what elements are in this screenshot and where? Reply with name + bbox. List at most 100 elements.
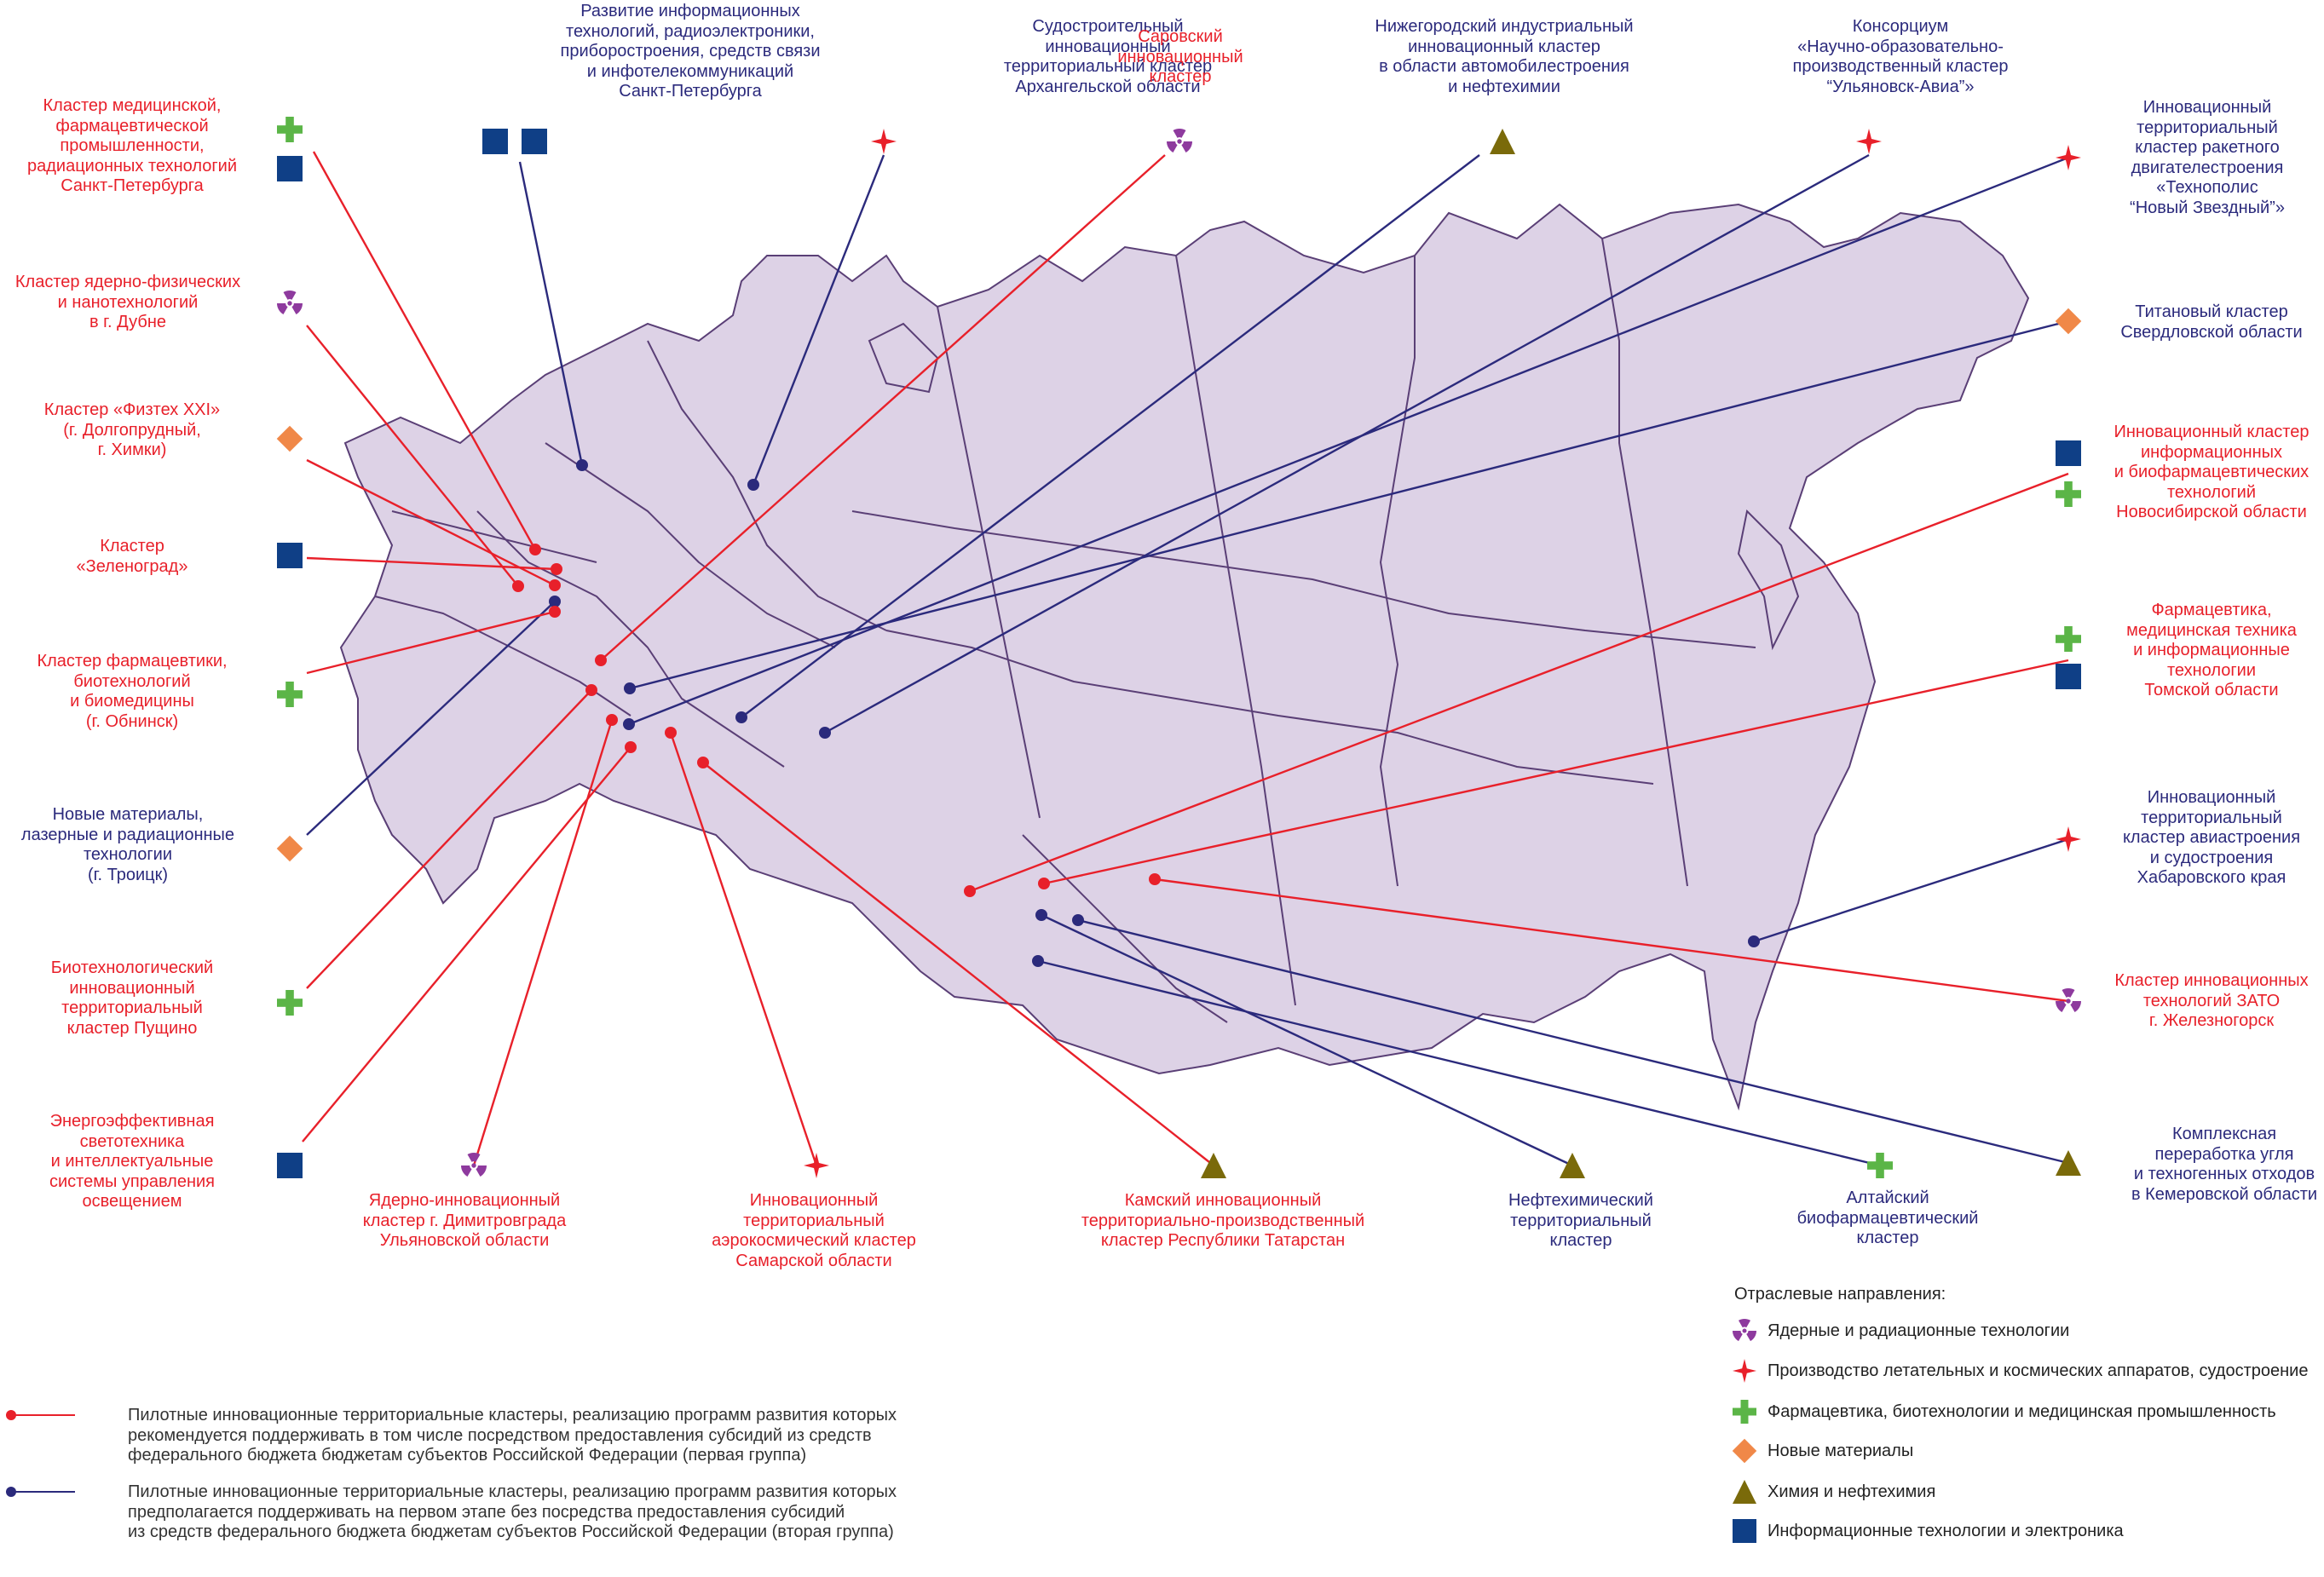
connector-kemerovo — [1077, 918, 2069, 1165]
legend-item-it: Информационные технологии и электроника — [1730, 1517, 2124, 1545]
it-icon — [277, 156, 303, 181]
pharma-icon — [1867, 1153, 1893, 1178]
group2-line — [9, 1491, 75, 1493]
marker-kama — [697, 757, 709, 768]
nuclear-icon — [1167, 129, 1192, 153]
marker-ulyan-avia — [819, 727, 831, 739]
label-obninsk: Кластер фармацевтики, биотехнологий и би… — [37, 652, 228, 731]
connector-neftekhim — [1041, 913, 1573, 1167]
marker-dimitrovgrad — [606, 714, 618, 726]
marker-nn — [735, 711, 747, 723]
region-border — [476, 510, 785, 768]
connector-dubna — [306, 325, 519, 587]
label-dimitrovgrad: Ядерно-инновационный кластер г. Димитров… — [362, 1191, 567, 1250]
legend-label: Новые материалы — [1768, 1441, 1914, 1460]
connector-dimitrovgrad — [472, 719, 614, 1166]
label-kama: Камский инновационный территориально-про… — [1081, 1191, 1365, 1250]
region-border — [647, 340, 887, 631]
materials-icon — [276, 425, 303, 452]
group1-description: Пилотные инновационные территориальные к… — [128, 1406, 897, 1465]
connector-nn — [741, 154, 1480, 718]
legend-label: Химия и нефтехимия — [1768, 1482, 1936, 1501]
label-dubna: Кластер ядерно-физических и нанотехнолог… — [14, 273, 241, 331]
marker-altai — [1032, 955, 1044, 967]
legend-item-materials: Новые материалы — [1730, 1436, 1913, 1465]
it-icon — [522, 129, 547, 154]
russia-outline — [339, 203, 2030, 1111]
russia-territory — [339, 203, 2030, 1111]
label-spb-it: Развитие информационных технологий, ради… — [560, 2, 821, 101]
marker-titan — [624, 682, 636, 694]
connector-titan — [629, 319, 2069, 690]
nuclear-legend-icon — [1733, 1319, 1756, 1342]
legend-title: Отраслевые направления: — [1734, 1285, 1946, 1304]
marker-sarov — [595, 654, 607, 666]
connector-kama — [702, 762, 1214, 1166]
connector-khab — [1753, 837, 2069, 943]
label-neftekhim: Нефтехимический территориальный кластер — [1508, 1191, 1653, 1250]
marker-khab — [1748, 935, 1760, 947]
marker-neftekhim — [1035, 909, 1047, 921]
chemistry-icon — [1560, 1153, 1585, 1178]
region-border — [937, 306, 1041, 819]
marker-samara — [665, 727, 677, 739]
label-zvezdny: Инновационный территориальный кластер ра… — [2130, 98, 2285, 217]
pharma-icon — [1733, 1400, 1756, 1424]
connector-ulyan-avia — [824, 153, 1870, 734]
connector-novosib — [969, 472, 2069, 893]
legend-item-aero: Производство летательных и космических а… — [1730, 1356, 2308, 1385]
pharma-icon — [2056, 626, 2081, 652]
materials-icon — [2055, 308, 2082, 335]
label-altai: Алтайский биофармацевтический кластер — [1796, 1189, 1979, 1247]
marker-kemerovo — [1072, 914, 1084, 926]
label-ulyan-avia: Консорциум «Научно-образовательно- произ… — [1792, 17, 2009, 96]
legend-label: Информационные технологии и электроника — [1768, 1521, 2124, 1540]
nuclear-icon — [277, 291, 303, 314]
connector-zvezdny — [628, 156, 2069, 726]
marker-pushchino — [585, 684, 597, 696]
region-border — [1175, 255, 1296, 1006]
marker-troitsk — [549, 596, 561, 607]
it-legend-icon — [1733, 1519, 1756, 1543]
label-energo: Энергоэффективная светотехника и интелле… — [49, 1112, 215, 1211]
aero-legend-icon — [1733, 1359, 1756, 1383]
marker-spb-it — [576, 459, 588, 471]
connector-obninsk — [306, 610, 556, 675]
it-icon — [277, 543, 303, 568]
connector-spb-med — [312, 151, 537, 550]
it-icon — [277, 1153, 303, 1178]
region-border — [1601, 238, 1688, 887]
connector-fiztekh — [306, 458, 556, 587]
region-border — [851, 510, 1756, 648]
label-nn: Нижегородский индустриальный инновационн… — [1375, 17, 1634, 96]
connector-arkh — [752, 154, 885, 486]
marker-obninsk — [549, 606, 561, 618]
marker-zvezdny — [623, 718, 635, 730]
pharma-icon — [277, 117, 303, 142]
legend-label: Ядерные и радиационные технологии — [1768, 1321, 2070, 1340]
it-icon — [1733, 1519, 1756, 1543]
marker-dubna — [512, 580, 524, 592]
it-icon — [2056, 664, 2081, 689]
materials-legend-icon — [1732, 1438, 1757, 1464]
connector-tomsk — [1043, 659, 2069, 885]
connector-pushchino — [306, 689, 592, 989]
aero-icon — [804, 1153, 829, 1178]
label-fiztekh: Кластер «Физтех XXI» (г. Долгопрудный, г… — [43, 400, 221, 459]
it-icon — [2056, 440, 2081, 466]
region-border — [545, 442, 836, 648]
nuclear-icon — [2056, 988, 2081, 1012]
marker-fiztekh — [549, 579, 561, 591]
label-khab: Инновационный территориальный кластер ав… — [2122, 788, 2301, 887]
aero-icon — [1733, 1359, 1756, 1383]
materials-icon — [276, 835, 303, 862]
sakhalin-island — [1737, 509, 1800, 651]
pharma-icon — [2056, 481, 2081, 507]
materials-icon — [1732, 1438, 1757, 1464]
legend-item-nuclear: Ядерные и радиационные технологии — [1730, 1316, 2069, 1345]
chemistry-icon — [1733, 1480, 1756, 1504]
aero-icon — [871, 129, 897, 154]
label-samara: Инновационный территориальный аэрокосмич… — [712, 1191, 916, 1270]
connector-zelenograd — [306, 556, 557, 571]
marker-zheleznogorsk — [1149, 873, 1161, 885]
